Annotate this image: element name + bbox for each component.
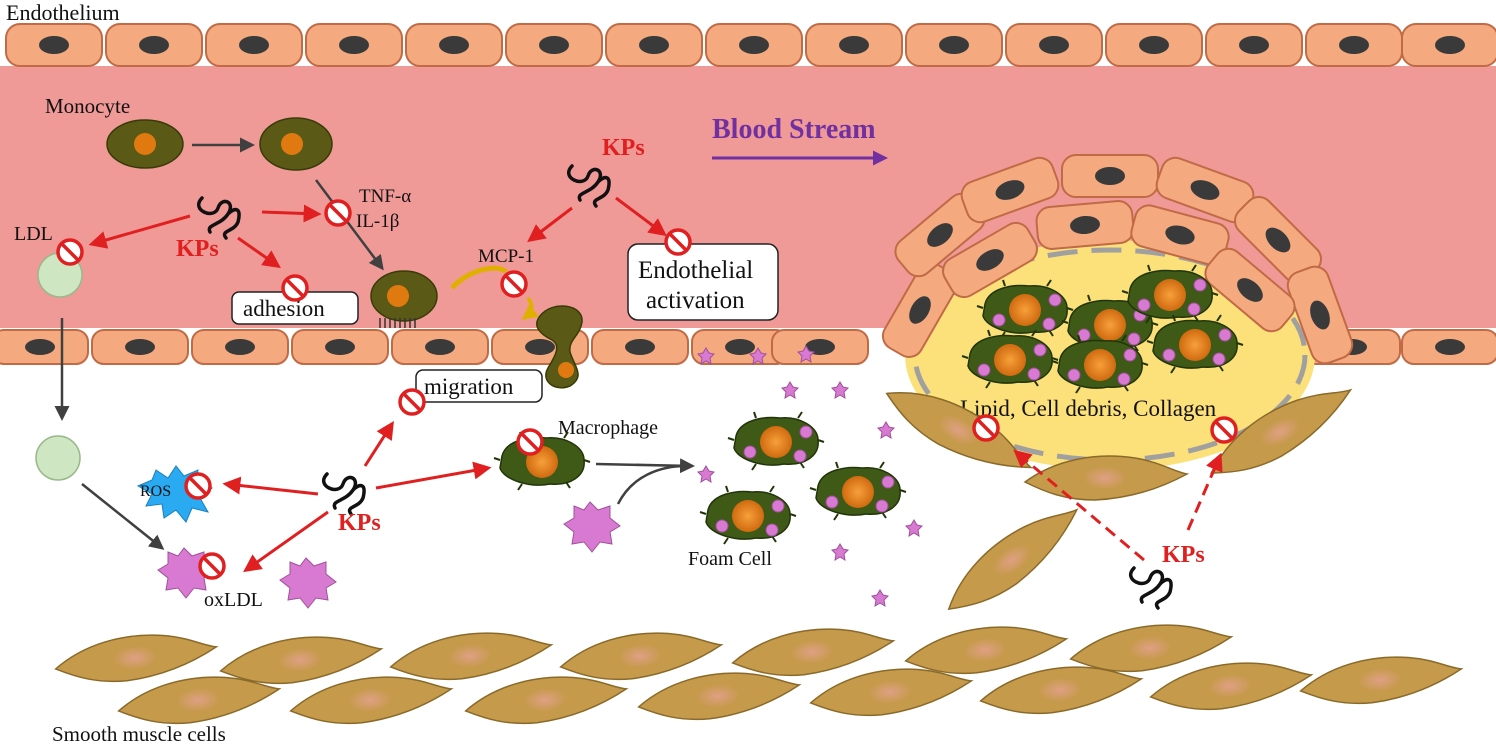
inhibit-icon xyxy=(56,238,84,266)
oxldl-particle-icon xyxy=(279,557,337,609)
monocyte-icon xyxy=(259,117,333,171)
foam-cell-icon xyxy=(810,462,906,520)
inhibit-icon xyxy=(500,270,528,298)
migrating-monocyte-icon xyxy=(536,305,583,389)
kps-label: KPs xyxy=(338,510,381,536)
inhibit-icon xyxy=(972,414,1000,442)
inhibit-icon xyxy=(1210,416,1238,444)
kps-label: KPs xyxy=(1162,542,1205,568)
kps-molecule-icon xyxy=(1128,566,1173,610)
oxldl-label: oxLDL xyxy=(204,589,263,611)
foam-cell-icon xyxy=(700,486,796,544)
ldl-to-oxldl-arrow xyxy=(81,483,165,550)
monocyte-icon xyxy=(106,119,184,169)
adhesion-label: adhesion xyxy=(243,296,325,321)
kps-to-ros-arrow xyxy=(222,476,319,496)
kps-label: KPs xyxy=(602,135,645,161)
endothelial-activation-label: Endothelial xyxy=(638,257,753,284)
migration-label: migration xyxy=(424,374,514,399)
kps-to-macrophage-arrow xyxy=(375,461,492,490)
foam-cell-label: Foam Cell xyxy=(688,548,772,570)
inhibit-icon xyxy=(516,428,544,456)
endothelial-activation-box xyxy=(627,243,779,321)
kps-to-oxldl-arrow xyxy=(243,510,329,573)
tnf-alpha-label: TNF-α xyxy=(359,186,411,207)
smooth-muscle-label: Smooth muscle cells xyxy=(52,722,226,746)
macrophage-label: Macrophage xyxy=(558,417,658,439)
inhibit-icon xyxy=(398,388,426,416)
kps-to-mcp1-arrow xyxy=(527,206,573,243)
migration-box xyxy=(415,369,543,403)
kps-to-migration-arrow xyxy=(363,420,394,467)
inhibit-icon xyxy=(281,274,309,302)
ros-label: ROS xyxy=(140,483,171,500)
inhibit-icon xyxy=(184,472,212,500)
kps-to-adhesion-arrow xyxy=(237,236,281,269)
kps-to-cytokines-arrow xyxy=(261,204,322,223)
oxldl-particle-icon xyxy=(563,501,621,553)
oxldl-uptake-arrow xyxy=(616,464,687,505)
endothelium-top-row xyxy=(5,23,1496,67)
mcp1-curve-arrow-2 xyxy=(521,296,540,320)
mcp-1-label: MCP-1 xyxy=(478,246,534,267)
smooth-muscle-layer xyxy=(52,618,1465,730)
blood-stream-label: Blood Stream xyxy=(712,114,876,145)
kps-to-lipid-arrow xyxy=(1013,449,1145,562)
foam-cell-icon xyxy=(728,412,824,470)
kps-to-ldl-arrow xyxy=(88,214,191,249)
kps-to-endothelial-arrow xyxy=(615,196,667,237)
mcp1-curve-arrow xyxy=(450,265,508,290)
monocyte-descend-arrow xyxy=(315,179,384,271)
inhibit-icon xyxy=(664,228,692,256)
il-1-beta-label: IL-1β xyxy=(356,211,399,232)
kps-to-collagen-arrow xyxy=(1186,452,1223,531)
monocyte-label: Monocyte xyxy=(45,94,130,118)
endothelial-activation-label-2: activation xyxy=(646,287,745,314)
plaque-core-label: Lipid, Cell debris, Collagen xyxy=(960,396,1217,421)
ldl-particle-icon xyxy=(35,435,81,481)
endothelium-label: Endothelium xyxy=(6,0,120,25)
kps-label: KPs xyxy=(176,236,219,262)
ldl-label: LDL xyxy=(14,223,53,245)
adhered-monocyte-icon xyxy=(370,270,438,328)
smooth-muscle-cell-icon xyxy=(933,494,1093,625)
kps-molecule-icon xyxy=(321,472,366,516)
inhibit-icon xyxy=(198,552,226,580)
inhibit-icon xyxy=(324,199,352,227)
